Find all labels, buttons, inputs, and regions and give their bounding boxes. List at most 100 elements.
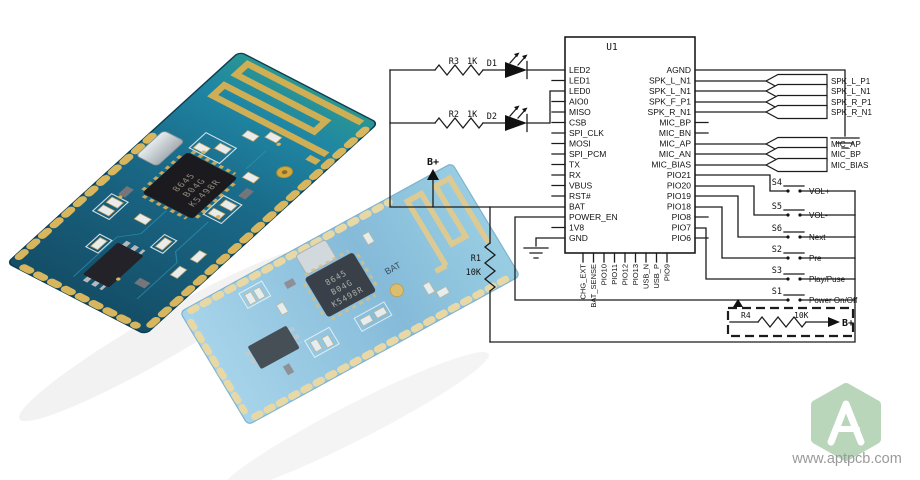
- wire-spk-nets: [694, 80, 767, 113]
- d2-ref: D2: [487, 112, 497, 122]
- connector-label: MIC_AP: [831, 140, 861, 149]
- pin-label: USB_P: [652, 264, 661, 289]
- connector-icon: [764, 157, 828, 173]
- big-bluetooth-module: 8645 B04G K5498R: [8, 52, 377, 334]
- junction-arrow-icon: [733, 299, 743, 307]
- led-emission-arrow-icon: [522, 107, 528, 113]
- small-gold-pad: [389, 283, 404, 298]
- pin-label: CSB: [569, 118, 587, 128]
- ic-body: [564, 36, 696, 254]
- pin-label: PIO11: [610, 264, 619, 285]
- pin-label: LED2: [569, 65, 591, 75]
- small-pads-bottom: [251, 273, 513, 421]
- pin-label: MIC_AN: [659, 149, 691, 159]
- pin-label: PIO8: [672, 212, 692, 222]
- pin-label: PIO18: [667, 202, 691, 212]
- bplus-label: B+: [427, 157, 439, 168]
- pin-label: LED0: [569, 86, 591, 96]
- pin-label: PIO20: [667, 181, 691, 191]
- ground-symbol-gnd: [523, 247, 549, 259]
- pin-label: PIO21: [667, 170, 691, 180]
- ic-left-pin-labels: LED2 LED1 LED0 AIO0 MISO CSB SPI_CLK MOS…: [569, 65, 618, 243]
- left-pin-stubs: [551, 79, 566, 229]
- passive-components: [90, 129, 283, 279]
- pin-label: LED1: [569, 76, 591, 86]
- castellated-pads-top: [14, 129, 161, 261]
- pin-label: RST#: [569, 191, 591, 201]
- r1-value: 10K: [466, 268, 482, 278]
- antenna-trace: [207, 60, 365, 165]
- wire-switch-right-leads: [799, 190, 856, 280]
- pin-label: PIO12: [621, 264, 630, 285]
- r4-value: 10K: [794, 311, 809, 320]
- pin-label: MIC_BIAS: [651, 160, 691, 170]
- pin-label: RX: [569, 170, 581, 180]
- connector-label: SPK_R_N1: [831, 108, 872, 117]
- switch-label: VOL+: [809, 187, 830, 196]
- r4-pullup-option: R4 10K B+: [726, 299, 855, 338]
- pin-label: PIO10: [600, 264, 609, 285]
- board-shadow-small: [221, 352, 489, 480]
- bplus-label-2: B+: [842, 318, 854, 329]
- switch-label: Next: [809, 233, 826, 242]
- copper-traces: [73, 150, 267, 300]
- small-silkscreen-boxes: [238, 280, 393, 358]
- wire-bplus-bat-rail: [389, 69, 566, 208]
- ic-bottom-pin-labels: CHG_EXT BAT_SENSE PIO10 PIO11 PIO12 PIO1…: [579, 264, 672, 308]
- led-emission-arrow-icon: [514, 52, 520, 58]
- pin-label: AIO0: [569, 97, 589, 107]
- wire-power-en-net: [514, 216, 856, 301]
- connector-label: SPK_L_N1: [831, 87, 871, 96]
- switch-label: Pre: [809, 254, 822, 263]
- small-main-chip: 8645 B04G K5498R: [302, 249, 379, 321]
- connector-label: MIC_BIAS: [831, 161, 868, 170]
- pin-label: MIC_BN: [659, 128, 691, 138]
- resistor-r4: [757, 315, 807, 329]
- switch-ref: S2: [772, 245, 782, 255]
- pin-label: VBUS: [569, 181, 592, 191]
- wire-pio-switch-nets: [694, 174, 789, 280]
- pin-label: PIO6: [672, 233, 692, 243]
- resistor-r1: [483, 242, 497, 292]
- led-emission-arrow-icon: [522, 54, 528, 60]
- pin-label: MISO: [569, 107, 591, 117]
- resistor-r2: [434, 116, 484, 130]
- connector-label: SPK_L_P1: [831, 77, 871, 86]
- d1-ref: D1: [487, 59, 497, 69]
- button-caps: [783, 185, 805, 296]
- r2-value: 1K: [467, 110, 478, 120]
- pcb-photo: 8645 B04G K5498R: [8, 52, 519, 480]
- r2-ref: R2: [449, 110, 459, 120]
- pin-label: 1V8: [569, 223, 584, 233]
- r1-ref: R1: [471, 254, 481, 264]
- switch-ref: S5: [772, 202, 782, 212]
- crystal-oscillator: [137, 131, 184, 166]
- aptpcb-logo-hexagon-icon: [811, 383, 881, 461]
- wire-led0-net: [389, 90, 566, 124]
- main-chip: 8645 B04G K5498R: [141, 150, 238, 220]
- switch-label: VOL-: [809, 211, 828, 220]
- wire-agnd-net: [694, 69, 846, 137]
- small-soic-chip: [244, 326, 303, 369]
- small-pads-left: [187, 318, 248, 415]
- pin-label: PIO7: [672, 223, 692, 233]
- dashed-option-box: [726, 306, 855, 338]
- pin-label: SPK_F_P1: [649, 97, 691, 107]
- small-pads-top: [187, 198, 393, 315]
- pin-label: SPK_R_N1: [648, 107, 692, 117]
- pin-label: GND: [569, 233, 588, 243]
- switch-ref: S6: [772, 224, 782, 234]
- pin-label: SPK_L_N1: [649, 76, 691, 86]
- speaker-connectors: SPK_L_P1 SPK_L_N1 SPK_R_P1 SPK_R_N1: [764, 73, 872, 120]
- switch-ref: S1: [772, 287, 782, 297]
- switch-label: Power On/Off: [809, 296, 858, 305]
- pin-label: PIO19: [667, 191, 691, 201]
- resistor-r3: [434, 63, 484, 77]
- pin-label: SPI_CLK: [569, 128, 604, 138]
- connector-label: SPK_R_P1: [831, 98, 872, 107]
- pin-label: BAT: [569, 202, 585, 212]
- pin-label: SPK_L_N1: [649, 86, 691, 96]
- wire-ground-return-rail: [489, 190, 856, 343]
- castellated-pads-bottom: [146, 123, 374, 328]
